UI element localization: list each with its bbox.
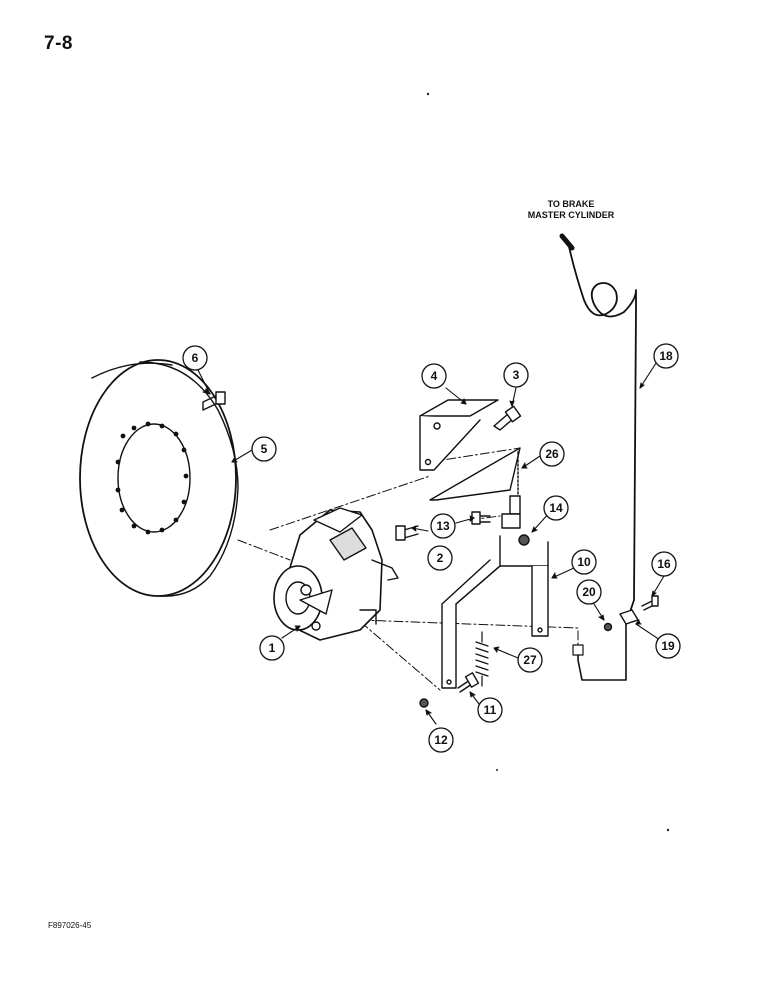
bracket-bolt — [457, 672, 480, 693]
callout-3-label: 3 — [513, 368, 520, 382]
callout-16-label: 16 — [657, 557, 671, 571]
callout-10: 10 — [571, 549, 597, 575]
callout-12: 12 — [428, 727, 454, 753]
callout-11: 11 — [477, 697, 503, 723]
callout-18: 18 — [653, 343, 679, 369]
callout-4-label: 4 — [431, 369, 438, 383]
switch-nut — [518, 534, 530, 546]
callout-1-label: 1 — [269, 641, 276, 655]
callout-6-label: 6 — [192, 351, 199, 365]
callout-5: 5 — [251, 436, 277, 462]
callout-3: 3 — [503, 362, 529, 388]
leader-arrows — [197, 359, 665, 725]
callout-2-label: 2 — [437, 551, 444, 565]
callout-10-label: 10 — [577, 555, 591, 569]
brake-line — [559, 233, 637, 681]
brake-master-cylinder-note: TO BRAKE MASTER CYLINDER — [496, 199, 646, 221]
callout-11-label: 11 — [484, 703, 497, 717]
callout-14-label: 14 — [549, 501, 563, 515]
callout-18-label: 18 — [659, 349, 673, 363]
callout-4: 4 — [421, 363, 447, 389]
support-bracket — [441, 535, 549, 689]
callout-2: 2 — [427, 545, 453, 571]
clip-bolt — [641, 595, 659, 611]
callout-26-label: 26 — [545, 447, 559, 461]
callout-27: 27 — [517, 647, 543, 673]
bracket-nut — [419, 698, 429, 708]
mounting-plate — [419, 399, 499, 471]
scan-specks — [426, 92, 670, 832]
page-number: 7-8 — [44, 33, 73, 54]
callout-19: 19 — [655, 633, 681, 659]
callout-13-label: 13 — [436, 519, 450, 533]
callout-bubbles: 6 5 4 3 26 13 2 14 18 10 16 20 19 27 1 1… — [182, 343, 681, 753]
stop-light-switch — [429, 447, 521, 529]
note-line-1: TO BRAKE — [547, 199, 595, 209]
callout-13: 13 — [430, 513, 456, 539]
return-spring — [475, 631, 489, 687]
callout-19-label: 19 — [661, 639, 675, 653]
callout-5-label: 5 — [261, 442, 268, 456]
callout-16: 16 — [651, 551, 677, 577]
callout-12-label: 12 — [434, 733, 448, 747]
callout-20-label: 20 — [582, 585, 596, 599]
figure-code: F897026-45 — [48, 921, 92, 930]
callout-1: 1 — [259, 635, 285, 661]
callout-6: 6 — [182, 345, 208, 371]
plate-bolt — [493, 405, 522, 431]
callout-20: 20 — [576, 579, 602, 605]
clip-nut — [603, 622, 613, 632]
note-line-2: MASTER CYLINDER — [527, 210, 615, 220]
brake-caliper — [273, 507, 399, 641]
callout-27-label: 27 — [523, 653, 537, 667]
brake-disc — [79, 359, 239, 597]
line-clip — [619, 609, 639, 625]
callout-14: 14 — [543, 495, 569, 521]
disc-bolt-holes — [115, 421, 189, 535]
callout-26: 26 — [539, 441, 565, 467]
caliper-bolt — [395, 525, 419, 541]
disc-bolt — [202, 391, 226, 411]
